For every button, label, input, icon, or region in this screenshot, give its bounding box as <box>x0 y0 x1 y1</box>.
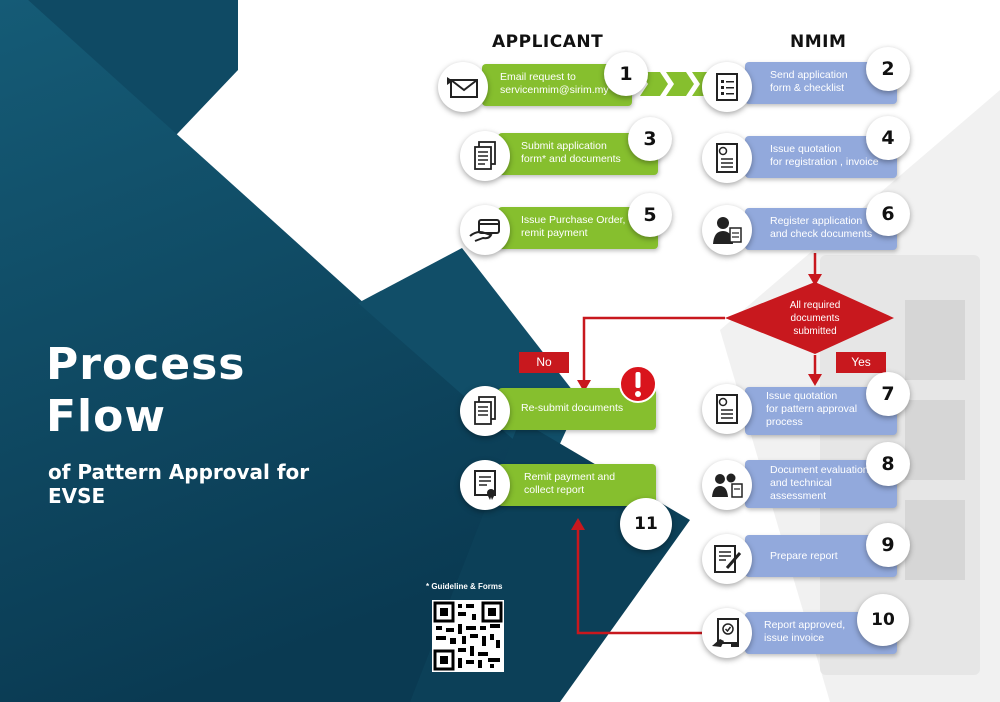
step-7-text: Issue quotation for pattern approval pro… <box>766 390 858 428</box>
form-list-icon <box>716 73 738 101</box>
step-7-number: 7 <box>866 372 910 416</box>
step-5-icon <box>460 205 510 255</box>
step-11-text: Remit payment and collect report <box>524 471 616 496</box>
step-11-icon <box>460 460 510 510</box>
step-10-number: 10 <box>857 594 909 646</box>
qr-caption: * Guideline & Forms <box>426 582 503 591</box>
step-8-text: Document evaluation and technical assess… <box>770 464 869 502</box>
step-5-number: 5 <box>628 193 672 237</box>
step-9-number: 9 <box>866 523 910 567</box>
yes-tag: Yes <box>836 352 886 373</box>
step-9-icon <box>702 534 752 584</box>
resubmit-text: Re-submit documents <box>521 402 624 414</box>
applicant-heading: APPLICANT <box>492 32 604 52</box>
step-6-text: Register application and check documents <box>770 215 873 240</box>
alert-icon <box>619 365 657 403</box>
no-tag: No <box>519 352 569 373</box>
step-7-icon <box>702 384 752 434</box>
step-11-box <box>498 464 656 506</box>
card-payment-icon <box>469 219 500 242</box>
step-3-icon <box>460 131 510 181</box>
invoice-icon <box>716 394 738 424</box>
certificate-icon <box>474 470 496 500</box>
step-3-number: 3 <box>628 117 672 161</box>
nmim-heading: NMIM <box>790 32 847 52</box>
step-5-text: Issue Purchase Order, remit payment <box>521 214 626 239</box>
officer-icon <box>713 217 742 244</box>
step-4-number: 4 <box>866 116 910 160</box>
step-4-text: Issue quotation for registration , invoi… <box>770 143 879 168</box>
qr-code-icon[interactable] <box>432 600 504 672</box>
step-1-text: Email request to servicenmim@sirim.my <box>500 71 609 96</box>
step-9-text: Prepare report <box>770 550 838 562</box>
report-pen-icon <box>714 545 742 573</box>
step-8-icon <box>702 460 752 510</box>
step-6-number: 6 <box>866 192 910 236</box>
approved-report-icon <box>712 618 739 647</box>
step-4-icon <box>702 133 752 183</box>
documents-icon <box>474 396 496 425</box>
title-subtitle-1: of Pattern Approval for <box>48 460 310 484</box>
team-icon <box>712 473 743 498</box>
title-line-1: Process <box>46 339 246 390</box>
step-8-number: 8 <box>866 442 910 486</box>
step-2-text: Send application form & checklist <box>770 69 848 94</box>
step-10-text: Report approved, issue invoice <box>764 619 846 644</box>
step-3-text: Submit application form* and documents <box>521 140 621 165</box>
step-1-number: 1 <box>604 52 648 96</box>
step-2-number: 2 <box>866 47 910 91</box>
step-6-icon <box>702 205 752 255</box>
decision-label: All required documents submitted <box>789 300 841 337</box>
step-2-icon <box>702 62 752 112</box>
step-1-icon <box>438 62 488 112</box>
step-10-icon <box>702 608 752 658</box>
step-11-number: 11 <box>620 498 672 550</box>
documents-icon <box>474 141 496 170</box>
resubmit-icon <box>460 386 510 436</box>
title-subtitle-2: EVSE <box>48 484 106 508</box>
title-line-2: Flow <box>46 391 167 442</box>
envelope-icon <box>447 77 478 98</box>
invoice-icon <box>716 143 738 173</box>
